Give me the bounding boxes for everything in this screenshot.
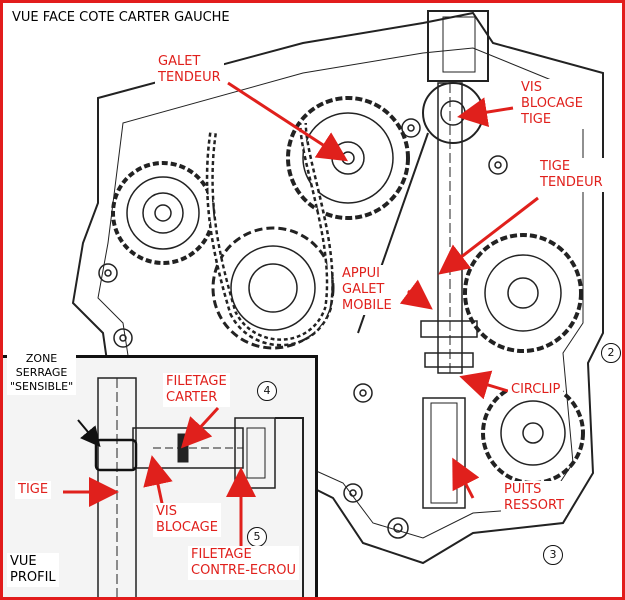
callout-4: 4 [257,381,277,401]
bolts [98,118,508,539]
timing-chain [205,122,334,347]
pointer-arrows [227,81,539,499]
gear-right [463,233,583,353]
label-tige: TIGE [15,481,52,499]
crankcase-outline [71,11,604,565]
callout-3: 3 [543,545,563,565]
tensioner-housing [427,10,489,82]
callout-2: 2 [601,343,621,363]
crankcase-inner [97,47,584,539]
tensioner-rod [420,82,484,509]
callout-5: 5 [247,527,267,547]
profile-view-drawing [63,377,304,597]
label-circlip: CIRCLIP [508,381,564,399]
diagram-title: VUE FACE COTE CARTER GAUCHE [9,9,233,27]
gear-left [111,161,215,265]
sensitive-zone-box [94,438,138,472]
